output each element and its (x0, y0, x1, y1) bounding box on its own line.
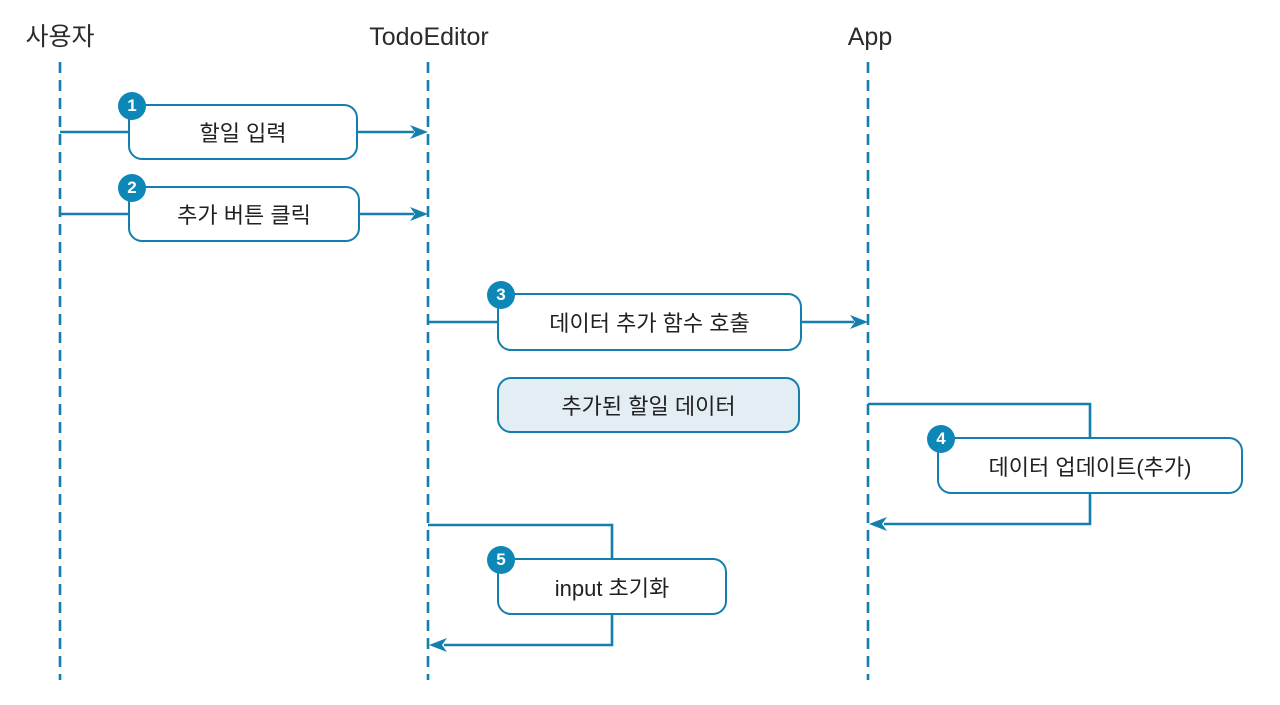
step-badge-1: 1 (118, 92, 146, 120)
message-3-arrowhead-icon (850, 315, 868, 329)
step-badge-2: 2 (118, 174, 146, 202)
message-2-label: 추가 버튼 클릭 (177, 203, 311, 228)
message-box-4: 데이터 업데이트(추가) (937, 437, 1243, 494)
note-box: 추가된 할일 데이터 (497, 377, 800, 433)
message-5-arrowhead-icon (429, 638, 447, 652)
actor-label-todoeditor: TodoEditor (369, 23, 489, 51)
message-box-2: 추가 버튼 클릭 (128, 186, 360, 242)
message-4-label: 데이터 업데이트(추가) (988, 454, 1192, 480)
step-badge-4: 4 (927, 425, 955, 453)
message-4-arrowhead-icon (869, 517, 887, 531)
message-3-label: 데이터 추가 함수 호출 (549, 311, 750, 336)
actor-label-app: App (847, 23, 893, 51)
message-2-arrowhead-icon (410, 207, 428, 221)
note-label: 추가된 할일 데이터 (561, 394, 736, 419)
message-box-3: 데이터 추가 함수 호출 (497, 293, 802, 351)
message-1-label: 할일 입력 (199, 121, 287, 146)
message-5-label: input 초기화 (554, 575, 670, 601)
message-box-1: 할일 입력 (128, 104, 358, 160)
step-badge-3: 3 (487, 281, 515, 309)
actor-label-user: 사용자 (25, 23, 95, 51)
message-box-5: input 초기화 (497, 558, 727, 615)
step-badge-5: 5 (487, 546, 515, 574)
message-1-arrowhead-icon (410, 125, 428, 139)
